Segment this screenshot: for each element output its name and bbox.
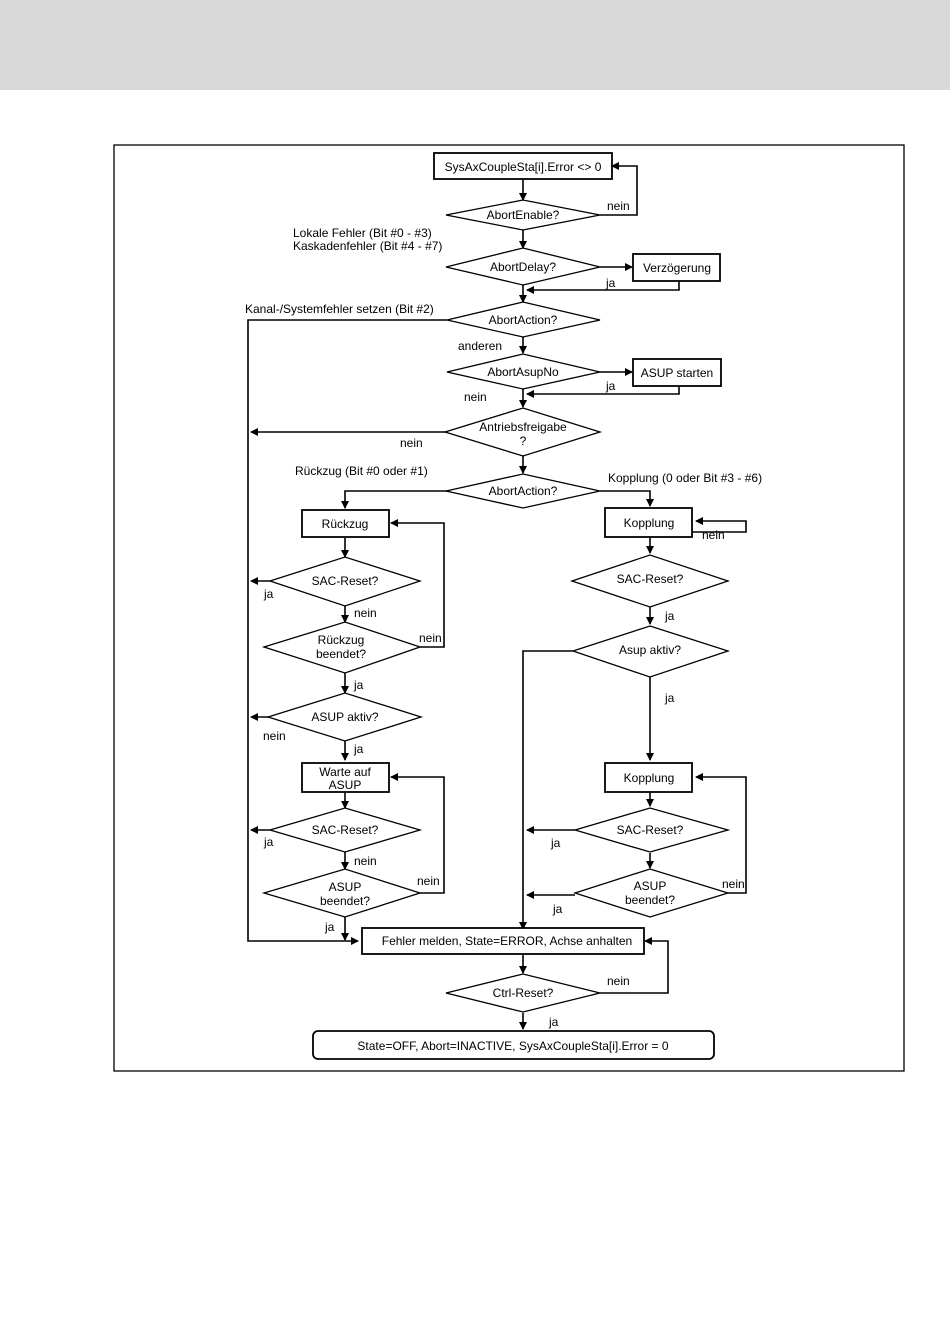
node-start: SysAxCoupleSta[i].Error <> 0 [433,152,613,180]
node-kopplung-2: Kopplung [604,762,693,793]
label-rueckzug: Rückzug [322,517,369,531]
label-verzoegerung: Verzögerung [643,261,711,275]
decision-abort-asup-no: AbortAsupNo [446,353,601,390]
label-rueckzug-beendet-1: Rückzug [318,633,365,647]
label-rueckzug-bits: Rückzug (Bit #0 oder #1) [295,464,428,478]
label-asup-beendet-r1: ASUP [634,879,667,893]
label-asup-starten: ASUP starten [641,366,713,380]
label-ja: ja [605,276,616,290]
label-sac-reset-l2: SAC-Reset? [312,823,379,837]
label-kopplung-bits: Kopplung (0 oder Bit #3 - #6) [608,471,762,485]
label-asup-beendet-r2: beendet? [625,893,675,907]
label-abort-asup-no: AbortAsupNo [487,365,559,379]
label-kopplung-1: Kopplung [624,516,675,530]
label-nein: nein [263,729,286,743]
label-warte-2: ASUP [329,778,362,792]
label-sac-reset-l1: SAC-Reset? [312,574,379,588]
node-fehler-melden: Fehler melden, State=ERROR, Achse anhalt… [361,927,645,955]
node-warte-auf-asup: Warte auf ASUP [301,762,390,793]
decision-asup-aktiv-left: ASUP aktiv? [265,692,424,742]
node-kopplung-1: Kopplung [604,507,693,538]
label-nein: nein [354,606,377,620]
decision-sac-reset-right-2: SAC-Reset? [572,807,731,853]
label-ja: ja [263,587,274,601]
label-ja: ja [263,835,274,849]
label-antriebsfreigabe-1: Antriebsfreigabe [479,420,567,434]
label-ja: ja [550,836,561,850]
label-lokale: Lokale Fehler (Bit #0 - #3) [293,226,432,240]
label-warte-1: Warte auf [319,765,371,779]
diagram-frame [113,144,905,1072]
label-nein: nein [419,631,442,645]
node-end: State=OFF, Abort=INACTIVE, SysAxCoupleSt… [312,1030,715,1060]
decision-asup-beendet-right: ASUP beendet? [572,868,731,918]
decision-ctrl-reset: Ctrl-Reset? [445,973,601,1013]
node-rueckzug: Rückzug [301,509,390,538]
label-asup-aktiv-l: ASUP aktiv? [311,710,378,724]
label-rueckzug-beendet-2: beendet? [316,647,366,661]
label-kanal: Kanal-/Systemfehler setzen (Bit #2) [245,302,434,316]
decision-sac-reset-left-2: SAC-Reset? [267,807,423,853]
label-abort-action-1: AbortAction? [489,313,558,327]
label-abort-enable: AbortEnable? [487,208,560,222]
label-abort-delay: AbortDelay? [490,260,556,274]
label-asup-beendet-l1: ASUP [329,880,362,894]
label-start: SysAxCoupleSta[i].Error <> 0 [445,160,602,174]
label-antriebsfreigabe-2: ? [520,434,527,448]
connectors [247,162,747,1030]
label-ja: ja [605,379,616,393]
label-nein: nein [607,974,630,988]
label-ctrl-reset: Ctrl-Reset? [493,986,554,1000]
label-ja: ja [664,609,675,623]
label-nein: nein [722,877,745,891]
label-kaskaden: Kaskadenfehler (Bit #4 - #7) [293,239,442,253]
label-ja: ja [324,920,335,934]
decision-abort-action-1: AbortAction? [446,301,601,338]
label-nein: nein [464,390,487,404]
decision-abort-enable: AbortEnable? [445,199,601,231]
decision-rueckzug-beendet: Rückzug beendet? [261,621,423,674]
label-abort-action-2: AbortAction? [489,484,558,498]
label-asup-aktiv-r: Asup aktiv? [619,643,681,657]
label-asup-beendet-l2: beendet? [320,894,370,908]
label-ja: ja [548,1015,559,1029]
label-ja: ja [552,902,563,916]
label-anderen: anderen [458,339,502,353]
decision-asup-aktiv-right: Asup aktiv? [570,625,731,678]
label-nein: nein [607,199,630,213]
label-sac-reset-r2: SAC-Reset? [617,823,684,837]
label-nein: nein [417,874,440,888]
label-nein: nein [702,528,725,542]
decision-asup-beendet-left: ASUP beendet? [261,868,423,918]
decision-antriebsfreigabe: Antriebsfreigabe ? [442,407,603,457]
decision-abort-delay: AbortDelay? [445,247,601,286]
label-kopplung-2: Kopplung [624,771,675,785]
label-end: State=OFF, Abort=INACTIVE, SysAxCoupleSt… [357,1039,668,1053]
label-sac-reset-r1: SAC-Reset? [617,572,684,586]
node-verzoegerung: Verzögerung [632,253,721,282]
label-ja: ja [353,742,364,756]
label-ja: ja [664,691,675,705]
edge-labels: nein Lokale Fehler (Bit #0 - #3) Kaskade… [245,199,762,1029]
label-fehler-melden: Fehler melden, State=ERROR, Achse anhalt… [382,934,632,948]
decision-sac-reset-left-1: SAC-Reset? [267,556,423,607]
label-nein: nein [354,854,377,868]
decision-sac-reset-right-1: SAC-Reset? [569,554,731,608]
label-ja: ja [353,678,364,692]
page-header-bar [0,0,950,90]
node-asup-starten: ASUP starten [632,358,722,387]
decision-abort-action-2: AbortAction? [445,473,601,509]
label-nein: nein [400,436,423,450]
